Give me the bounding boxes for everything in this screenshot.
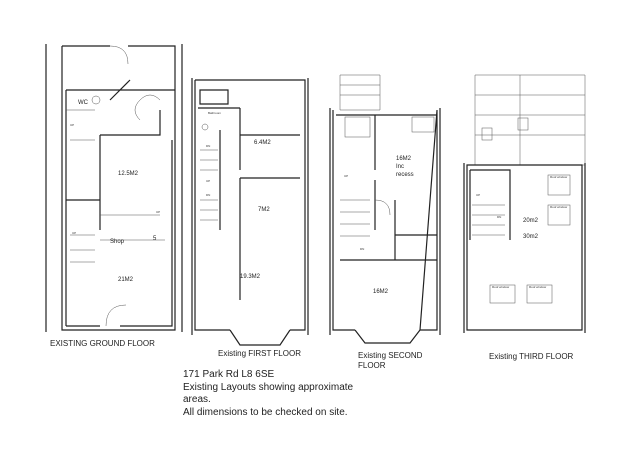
roof-window-label: Roof window — [492, 285, 510, 289]
room-note: recess — [396, 172, 414, 178]
address-note: 171 Park Rd L8 6SE — [183, 369, 275, 380]
first-floor-plan: Bathroom 6.4M2 7M2 19.3M2 DN DN UP — [191, 78, 309, 346]
roof-window-label: Roof window — [550, 175, 568, 179]
roof-window-label: Roof window — [550, 205, 568, 209]
room-label-middle-room: 7M2 — [258, 207, 270, 213]
up-mark: UP — [206, 179, 210, 183]
up-mark: UP — [70, 123, 74, 127]
room-label-rear-room: 6.4M2 — [254, 140, 271, 146]
room-label-shop: Shop — [110, 239, 125, 245]
dn-mark: DN — [206, 144, 210, 148]
up-mark: UP — [344, 174, 348, 178]
first-floor-caption: Existing FIRST FLOOR — [218, 349, 301, 358]
room-note: Inc — [396, 164, 404, 170]
room-label-front-room: 16M2 — [373, 289, 389, 295]
area-label: 30m2 — [523, 234, 539, 240]
roof-window-label: Roof window — [529, 285, 547, 289]
drawing-notes: 171 Park Rd L8 6SE Existing Layouts show… — [183, 369, 353, 419]
room-label-back-room: 12.5M2 — [118, 171, 139, 177]
ground-floor-plan: WC 12.5M2 Shop 21M2 UP UP UP 5 — [45, 44, 183, 332]
second-floor-caption-line1: Existing SECOND — [358, 351, 423, 360]
up-mark: UP — [72, 231, 76, 235]
third-floor-caption: Existing THIRD FLOOR — [489, 352, 574, 361]
step-mark: 5 — [153, 236, 157, 242]
room-label-bathroom: Bathroom — [208, 111, 222, 115]
second-floor-caption-line2: FLOOR — [358, 361, 386, 370]
ground-floor-caption: EXISTING GROUND FLOOR — [50, 339, 155, 348]
dn-mark: DN — [360, 247, 364, 251]
layout-note: Existing Layouts showing approximate — [183, 381, 354, 393]
dimensions-note: All dimensions to be checked on site. — [183, 406, 348, 418]
room-label-front-room: 21M2 — [118, 277, 134, 283]
room-label-front-room: 19.3M2 — [240, 274, 261, 280]
room-label-rear-room: 16M2 — [396, 156, 412, 162]
third-floor-plan: Roof window Roof window Roof window Roof… — [463, 74, 586, 333]
second-floor-plan: 16M2 Inc recess 16M2 UP DN — [329, 74, 441, 344]
room-label-wc: WC — [78, 100, 89, 106]
area-label: 20m2 — [523, 218, 539, 224]
dn-mark: DN — [206, 193, 210, 197]
up-mark: UP — [156, 210, 160, 214]
layout-note-cont: areas. — [183, 394, 211, 405]
dn-mark: DN — [497, 215, 501, 219]
up-mark: UP — [476, 193, 480, 197]
